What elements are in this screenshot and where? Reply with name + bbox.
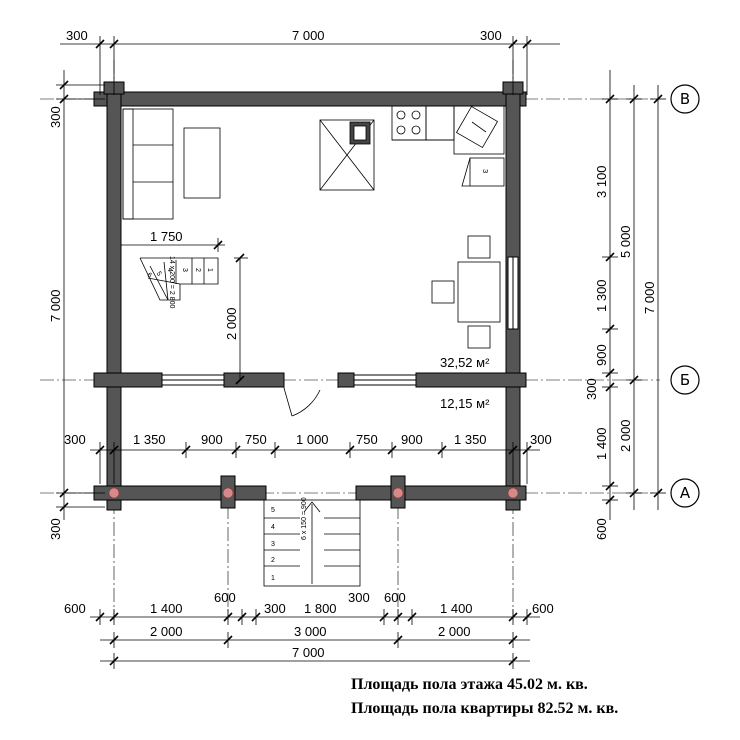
dim-top-left: 300 bbox=[66, 28, 88, 43]
dim-row-300-right: 300 bbox=[530, 432, 552, 447]
dim-bottom-300-b: 300 bbox=[348, 590, 370, 605]
dim-right-5000: 5 000 bbox=[618, 225, 633, 258]
dim-stair-width: 1 750 bbox=[150, 229, 183, 244]
inner-stair-step-4: 4 bbox=[166, 268, 173, 272]
inner-stair-note: 14 x 200 = 2 800 bbox=[168, 256, 175, 308]
refrigerator bbox=[461, 157, 505, 187]
coffee-table bbox=[183, 127, 221, 199]
dim-stair-height: 2 000 bbox=[224, 307, 239, 340]
dim-left-main: 7 000 bbox=[48, 289, 63, 322]
dining-set bbox=[431, 235, 501, 349]
axis-marker-middle: Б bbox=[670, 365, 700, 395]
dim-left-bottom: 300 bbox=[48, 518, 63, 540]
porch-stair-step-5: 5 bbox=[271, 507, 275, 514]
apartment-area-caption: Площадь пола квартиры 82.52 м. кв. bbox=[351, 700, 619, 717]
dim-right-600: 600 bbox=[594, 518, 609, 540]
dim-row-750-right: 750 bbox=[356, 432, 378, 447]
axis-label-bottom: А bbox=[680, 484, 691, 502]
dim-right-2000: 2 000 bbox=[618, 419, 633, 452]
porch-stair-step-1: 1 bbox=[271, 575, 275, 582]
dim-top-middle: 7 000 bbox=[292, 28, 325, 43]
windows bbox=[161, 256, 519, 386]
porch-stair-step-3: 3 bbox=[271, 541, 275, 548]
dim-bottom-2000-left: 2 000 bbox=[150, 624, 183, 639]
dim-bottom-600-b: 600 bbox=[384, 590, 406, 605]
dim-row-1350-right: 1 350 bbox=[454, 432, 487, 447]
dim-right-1400: 1 400 bbox=[594, 427, 609, 460]
appliance-label: З bbox=[481, 169, 488, 173]
dim-bottom-1400-right: 1 400 bbox=[440, 601, 473, 616]
veranda-area: 12,15 м² bbox=[440, 396, 490, 411]
porch-stair-step-2: 2 bbox=[271, 557, 275, 564]
axis-label-top: В bbox=[680, 90, 690, 108]
dim-row-300-left: 300 bbox=[64, 432, 86, 447]
porch-stair-note: 6 x 150 = 900 bbox=[301, 497, 308, 540]
dim-right-300: 300 bbox=[584, 378, 599, 400]
dim-row-1350-left: 1 350 bbox=[133, 432, 166, 447]
axis-marker-top: В bbox=[670, 84, 700, 114]
dim-top-right: 300 bbox=[480, 28, 502, 43]
stove-furnace bbox=[319, 119, 375, 191]
inner-stair-step-5: 5 bbox=[155, 271, 163, 278]
dim-right-1300: 1 300 bbox=[594, 279, 609, 312]
dim-left-top: 300 bbox=[48, 106, 63, 128]
dim-row-750-left: 750 bbox=[245, 432, 267, 447]
inner-stair-step-2: 2 bbox=[194, 268, 201, 272]
dim-bottom-600-right: 600 bbox=[532, 601, 554, 616]
main-room-area: 32,52 м² bbox=[440, 355, 490, 370]
porch-stair-step-4: 4 bbox=[271, 524, 275, 531]
post-markers bbox=[108, 487, 519, 499]
floor-area-caption: Площадь пола этажа 45.02 м. кв. bbox=[351, 676, 588, 693]
axis-label-middle: Б bbox=[680, 371, 690, 389]
dim-right-7000: 7 000 bbox=[642, 281, 657, 314]
dim-row-1000: 1 000 bbox=[296, 432, 329, 447]
dim-row-900-right: 900 bbox=[401, 432, 423, 447]
dimension-ticks bbox=[59, 39, 663, 666]
dim-bottom-2000-right: 2 000 bbox=[438, 624, 471, 639]
dim-bottom-3000: 3 000 bbox=[294, 624, 327, 639]
inner-stair-step-3: 3 bbox=[181, 268, 188, 272]
dim-right-900: 900 bbox=[594, 344, 609, 366]
dim-bottom-600-a: 600 bbox=[214, 590, 236, 605]
dim-right-3100: 3 100 bbox=[594, 165, 609, 198]
dim-row-900-left: 900 bbox=[201, 432, 223, 447]
inner-stair-step-1: 1 bbox=[206, 268, 213, 272]
dim-bottom-600-left: 600 bbox=[64, 601, 86, 616]
axis-marker-bottom: А bbox=[670, 478, 700, 508]
dim-bottom-total: 7 000 bbox=[292, 645, 325, 660]
dim-bottom-300-a: 300 bbox=[264, 601, 286, 616]
dim-bottom-1800: 1 800 bbox=[304, 601, 337, 616]
inner-staircase bbox=[139, 257, 219, 301]
porch-staircase bbox=[263, 499, 361, 587]
dim-bottom-1400-left: 1 400 bbox=[150, 601, 183, 616]
door bbox=[283, 380, 339, 417]
inner-stair-step-6: 6 bbox=[145, 272, 153, 280]
sofa bbox=[122, 108, 174, 220]
kitchen-counter bbox=[391, 105, 505, 155]
